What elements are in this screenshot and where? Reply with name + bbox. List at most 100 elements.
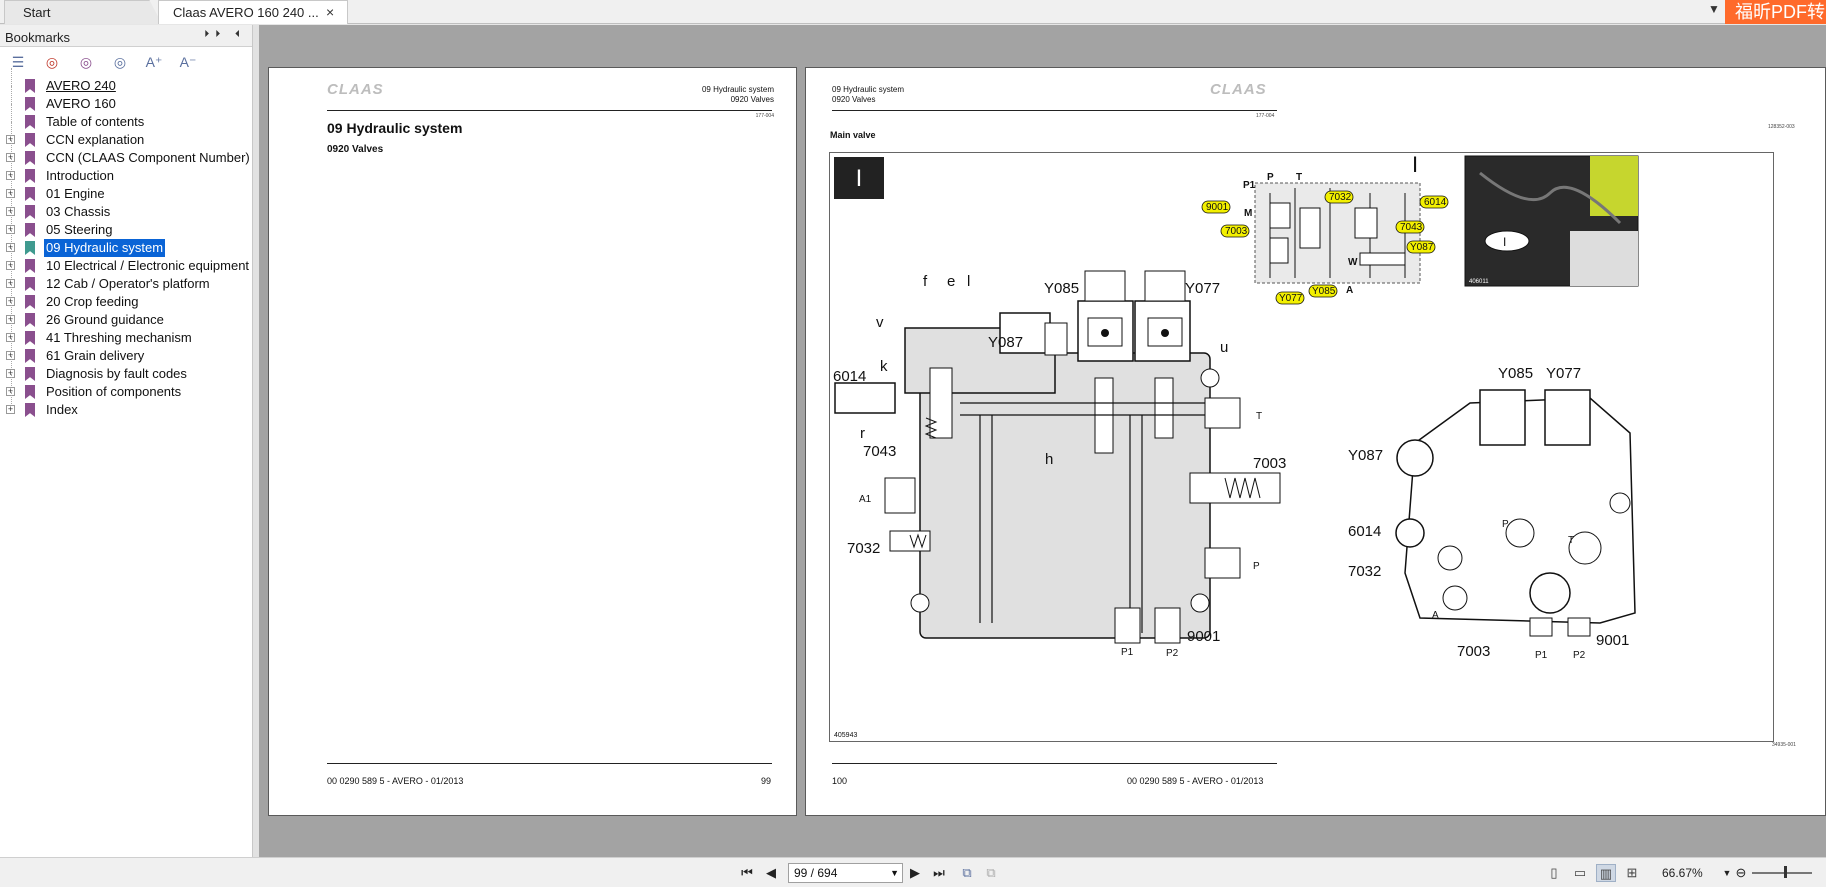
bookmark-item[interactable]: + Index <box>0 392 253 419</box>
zoom-dropdown-icon[interactable]: ▼ <box>1722 868 1732 878</box>
bookmark-label[interactable]: 03 Chassis <box>46 204 111 219</box>
last-page-icon[interactable]: ⏭ <box>933 865 945 880</box>
bookmark-label[interactable]: Position of components <box>46 384 182 399</box>
tab-document[interactable]: Claas AVERO 160 240 ... <box>158 0 348 24</box>
bookmark-item[interactable]: +26 Ground guidance <box>0 302 253 329</box>
view3d-label-a: A <box>1432 610 1439 621</box>
expand-icon[interactable]: + <box>6 314 15 324</box>
bookmark-item[interactable]: +09 Hydraulic system <box>0 230 253 257</box>
bookmark-label[interactable]: 05 Steering <box>46 222 113 237</box>
bookmark-item[interactable]: + Position of components <box>0 374 253 401</box>
continuous-view-icon[interactable]: ▭ <box>1573 865 1587 880</box>
page-dropdown-icon[interactable]: ▼ <box>890 868 899 878</box>
bookmark-label[interactable]: 12 Cab / Operator's platform <box>46 276 210 291</box>
main-valve-diagram: I <box>829 152 1774 742</box>
bookmark-label[interactable]: 41 Threshing mechanism <box>46 330 192 345</box>
expand-icon[interactable]: + <box>6 404 15 414</box>
bookmark-label[interactable]: 01 Engine <box>46 186 105 201</box>
page-number-input[interactable]: 99 / 694 ▼ <box>788 863 903 883</box>
previous-page-icon[interactable]: ◀ <box>766 865 776 880</box>
bookmark-label[interactable]: CCN explanation <box>46 132 145 147</box>
bookmark-item[interactable]: +03 Chassis <box>0 194 253 221</box>
bookmark-item[interactable]: + CCN (CLAAS Component Number) <box>0 140 253 167</box>
label-y085: Y085 <box>1044 280 1079 297</box>
bookmark-item[interactable]: +05 Steering <box>0 212 253 239</box>
bookmark-icon <box>25 367 35 381</box>
bookmark-item[interactable]: +20 Crop feeding <box>0 284 253 311</box>
bookmark-label[interactable]: 10 Electrical / Electronic equipment <box>46 258 250 273</box>
expand-icon[interactable]: + <box>6 278 15 288</box>
bookmark-label[interactable]: AVERO 240 <box>46 78 116 93</box>
bookmark-label[interactable]: 26 Ground guidance <box>46 312 164 327</box>
close-tab-icon[interactable]: × <box>326 4 335 20</box>
bookmark-item[interactable]: +01 Engine <box>0 176 253 203</box>
tree-connector <box>11 356 12 374</box>
tab-start[interactable]: Start <box>4 0 162 24</box>
bookmark-list-icon[interactable]: ☰ <box>11 53 25 70</box>
bookmark-label[interactable]: 61 Grain delivery <box>46 348 145 363</box>
zoom-slider-thumb[interactable] <box>1784 866 1787 878</box>
bookmark-item[interactable]: + Diagnosis by fault codes <box>0 356 253 383</box>
next-view-icon[interactable]: ⧉ <box>986 865 996 880</box>
bookmark-label[interactable]: Diagnosis by fault codes <box>46 366 187 381</box>
expand-icon[interactable]: + <box>6 206 15 216</box>
label-port-p2: P2 <box>1166 648 1179 659</box>
bookmark-label[interactable]: Introduction <box>46 168 114 183</box>
next-page-icon[interactable]: ▶ <box>910 865 920 880</box>
delete-bookmark-icon[interactable]: ◎ <box>45 53 59 70</box>
expand-icon[interactable]: + <box>6 242 15 252</box>
expand-icon[interactable]: + <box>6 332 15 342</box>
tree-connector <box>11 374 12 392</box>
tree-connector <box>11 392 12 410</box>
view3d-label-y087: Y087 <box>1348 447 1383 464</box>
bookmark-item[interactable]: +10 Electrical / Electronic equipment <box>0 248 253 275</box>
bookmark-item[interactable]: +12 Cab / Operator's platform <box>0 266 253 293</box>
bookmark-label[interactable]: CCN (CLAAS Component Number) <box>46 150 250 165</box>
bookmark-label[interactable]: 20 Crop feeding <box>46 294 139 309</box>
expand-icon[interactable]: + <box>6 386 15 396</box>
brand-badge[interactable]: 福昕PDF转 <box>1725 0 1826 24</box>
bookmark-label[interactable]: Table of contents <box>46 114 145 129</box>
bookmark-item[interactable]: + Introduction <box>0 158 253 185</box>
expand-icon[interactable]: + <box>6 170 15 180</box>
expand-icon[interactable]: + <box>6 134 15 144</box>
panel-collapse-icon[interactable]: ⏵⏵ ⏴ <box>204 29 246 40</box>
bookmark-item[interactable]: Table of contents <box>0 104 253 131</box>
single-page-view-icon[interactable]: ▯ <box>1550 865 1558 880</box>
bookmark-label[interactable]: Index <box>46 402 78 417</box>
expand-icon[interactable]: + <box>6 152 15 162</box>
bookmark-label[interactable]: AVERO 160 <box>46 96 116 111</box>
expand-bookmark-icon[interactable]: ◎ <box>113 53 127 70</box>
bookmark-item[interactable]: AVERO 160 <box>0 86 253 113</box>
add-bookmark-icon[interactable]: ◎ <box>79 53 93 70</box>
bookmark-icon <box>25 349 35 363</box>
label-e: e <box>947 273 955 290</box>
label-schematic-p1: P1 <box>1243 180 1256 191</box>
page-header: 09 Hydraulic system 0920 Valves <box>702 85 774 105</box>
expand-icon[interactable]: + <box>6 188 15 198</box>
view3d-label-7032: 7032 <box>1348 563 1381 580</box>
expand-icon[interactable]: + <box>6 368 15 378</box>
zoom-slider[interactable] <box>1752 872 1812 874</box>
tab-list-dropdown-icon[interactable]: ▼ <box>1708 2 1720 16</box>
expand-icon[interactable]: + <box>6 224 15 234</box>
panel-splitter[interactable] <box>253 25 259 857</box>
expand-icon[interactable]: + <box>6 296 15 306</box>
facing-view-icon[interactable]: ▥ <box>1596 864 1616 882</box>
zoom-level[interactable]: 66.67% <box>1662 866 1703 880</box>
first-page-icon[interactable]: ⏮ <box>741 865 753 880</box>
increase-font-icon[interactable]: A⁺ <box>145 53 163 70</box>
bookmark-label[interactable]: 09 Hydraulic system <box>44 239 166 257</box>
bookmark-item[interactable]: +41 Threshing mechanism <box>0 320 253 347</box>
previous-view-icon[interactable]: ⧉ <box>962 865 972 880</box>
zoom-out-icon[interactable]: ⊖ <box>1735 865 1747 880</box>
bookmark-item[interactable]: +61 Grain delivery <box>0 338 253 365</box>
bookmark-item[interactable]: + CCN explanation <box>0 122 253 149</box>
expand-icon[interactable]: + <box>6 350 15 360</box>
decrease-font-icon[interactable]: A⁻ <box>179 53 197 70</box>
bookmark-item[interactable]: AVERO 240 <box>0 68 253 95</box>
continuous-facing-view-icon[interactable]: ⊞ <box>1626 865 1638 880</box>
expand-icon[interactable]: + <box>6 260 15 270</box>
tree-connector <box>11 194 12 212</box>
